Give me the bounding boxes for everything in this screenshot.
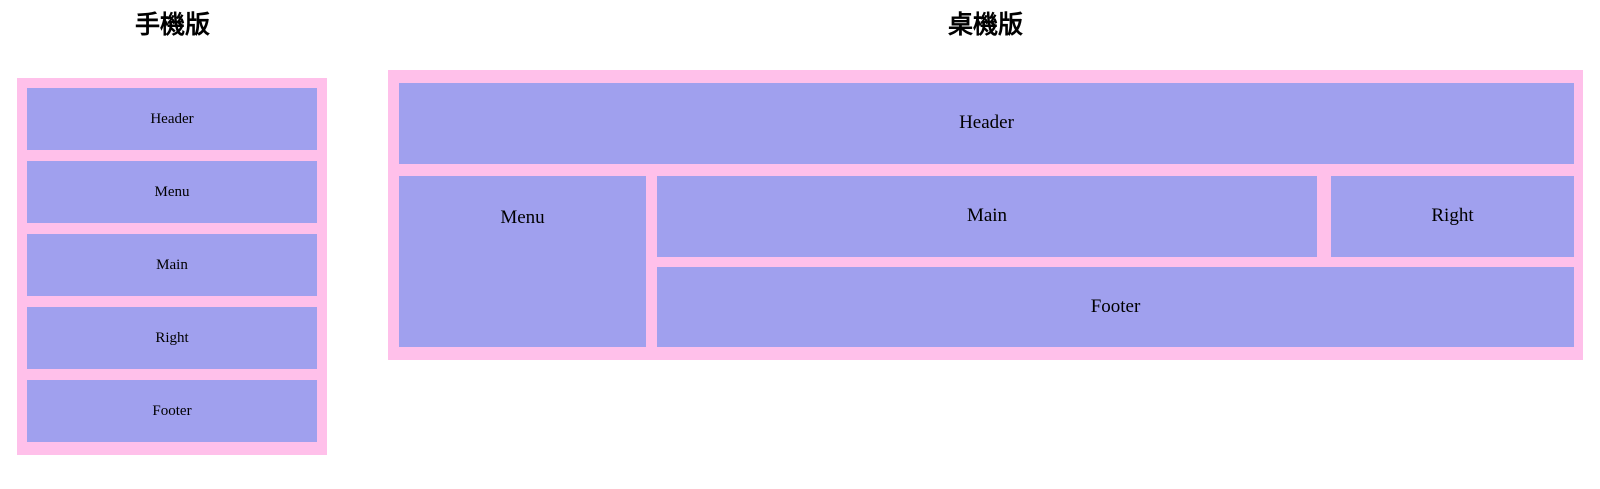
desktop-cell-footer: Footer xyxy=(657,267,1574,347)
mobile-cell-main: Main xyxy=(27,234,317,296)
mobile-cell-footer: Footer xyxy=(27,380,317,442)
mobile-layout-wrapper: Header Menu Main Right Footer xyxy=(17,78,327,455)
desktop-cell-main-label: Main xyxy=(966,205,1008,227)
mobile-cell-footer-label: Footer xyxy=(152,402,192,419)
desktop-cell-right-label: Right xyxy=(1431,205,1474,227)
mobile-cell-right-label: Right xyxy=(155,329,189,346)
desktop-cell-menu: Menu xyxy=(399,176,646,347)
desktop-layout-wrapper: Header Menu Main Right Footer xyxy=(388,70,1583,360)
mobile-cell-right: Right xyxy=(27,307,317,369)
mobile-cell-header: Header xyxy=(27,88,317,150)
mobile-panel-title: 手機版 xyxy=(134,11,210,39)
desktop-panel-title: 桌機版 xyxy=(947,11,1023,39)
mobile-cell-main-label: Main xyxy=(156,256,188,273)
desktop-cell-header: Header xyxy=(399,83,1574,164)
desktop-cell-right: Right xyxy=(1331,176,1574,257)
desktop-cell-header-label: Header xyxy=(959,112,1014,134)
desktop-cell-main: Main xyxy=(657,176,1317,257)
mobile-cell-header-label: Header xyxy=(150,110,194,127)
desktop-cell-footer-label: Footer xyxy=(1090,295,1141,317)
mobile-cell-menu-label: Menu xyxy=(154,183,190,200)
desktop-cell-menu-label: Menu xyxy=(500,207,545,228)
mobile-cell-menu: Menu xyxy=(27,161,317,223)
